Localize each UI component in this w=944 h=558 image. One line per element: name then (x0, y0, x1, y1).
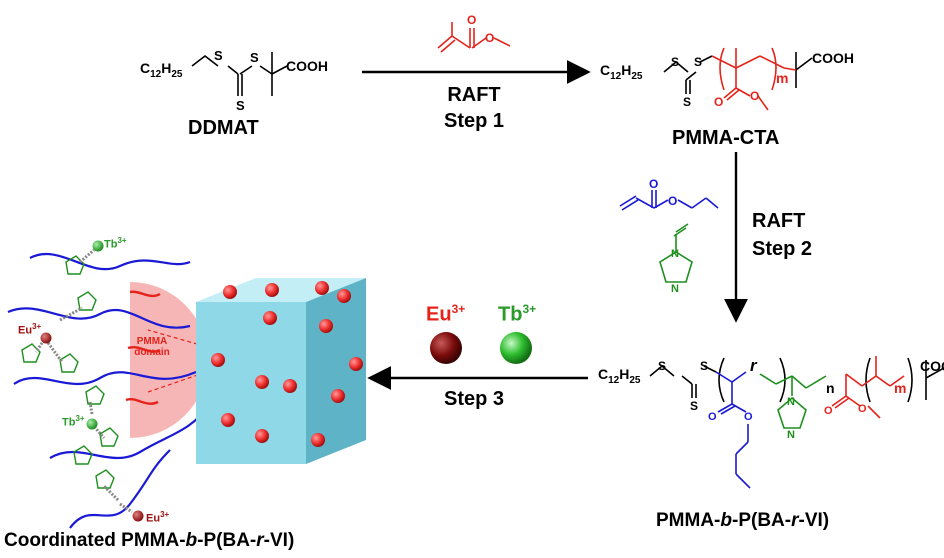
pmma-cta-structure (663, 52, 813, 94)
svg-text:S: S (658, 359, 666, 373)
svg-text:O: O (744, 411, 753, 423)
polymer-chains (7, 252, 211, 529)
copolymer-repeat-m: m (894, 380, 907, 396)
copolymer-acid-label: COO (920, 358, 944, 374)
eu-ion-label: Eu3+ (426, 302, 466, 326)
copolymer-random-r: r (750, 356, 757, 375)
copolymer-ba-block (715, 371, 751, 489)
pmma-sphere-9 (221, 413, 235, 427)
tb-ion-site-1 (92, 240, 104, 252)
copolymer-repeat-n: n (826, 380, 835, 396)
svg-text:N: N (671, 248, 679, 260)
pmma-sphere-11 (319, 319, 333, 333)
tb-site-label-2: Tb3+ (62, 414, 85, 429)
copolymer-vi-block (759, 373, 827, 429)
pmma-sphere-12 (331, 389, 345, 403)
svg-text:O: O (485, 31, 494, 45)
pmma-cta-acid-label: COOH (812, 50, 854, 66)
pmma-sphere-2 (265, 283, 279, 297)
tb-ion-ball (500, 332, 532, 364)
step3-label: Step 3 (444, 388, 505, 410)
svg-text:O: O (708, 411, 717, 423)
ddmat-atom-labels: S S S (214, 48, 259, 113)
butyl-acrylate-monomer (619, 190, 719, 211)
svg-text:S: S (690, 399, 698, 413)
ddmat-name: DDMAT (188, 117, 259, 139)
eu-ion-ball (430, 332, 462, 364)
ddmat-s-atom-2: S (250, 50, 259, 65)
zoom-line-top (147, 329, 219, 351)
svg-text:O: O (668, 194, 677, 208)
svg-text:O: O (467, 13, 476, 27)
pmma-cta-atom-labels: S S S (671, 55, 702, 109)
material-cube (196, 278, 366, 464)
pmma-sphere-13 (311, 433, 325, 447)
svg-text:S: S (700, 359, 708, 373)
pmma-sphere-3 (315, 281, 329, 295)
svg-text:O: O (858, 403, 867, 415)
eu-site-label-2: Eu3+ (146, 510, 170, 525)
pmma-cta-pmma-block (711, 47, 797, 111)
pmma-sphere-4 (337, 289, 351, 303)
imidazole-pendants (21, 255, 119, 489)
copolymer-pmma-block (831, 356, 905, 419)
copolymer-alkyl-label: C12H25 (598, 366, 641, 386)
assembly-name: Coordinated PMMA-b-P(BA-r-VI) (4, 530, 295, 551)
coordination-bonds (34, 248, 133, 514)
step1-label-step: Step 1 (443, 110, 505, 132)
eu-ion-site-2 (132, 510, 144, 522)
pmma-sphere-8 (283, 379, 297, 393)
ddmat-structure (191, 52, 288, 96)
ddmat-acid-label: COOH (286, 58, 328, 74)
mma-monomer (437, 22, 511, 53)
pmma-cta-repeat-m: m (776, 70, 789, 86)
svg-text:N: N (671, 283, 679, 295)
step1-label-raft: RAFT (447, 84, 501, 106)
chain-pmma-segments (125, 290, 161, 405)
svg-text:O: O (714, 95, 723, 109)
svg-text:O: O (649, 177, 658, 191)
pmma-sphere-6 (263, 311, 277, 325)
eu-ion-site-1 (40, 332, 52, 344)
ddmat-s-atom-3: S (236, 98, 245, 113)
pmma-sphere-7 (255, 375, 269, 389)
ddmat-s-atom-1: S (214, 48, 223, 63)
copolymer-name: PMMA-b-P(BA-r-VI) (656, 510, 830, 531)
pmma-sphere-10 (255, 429, 269, 443)
vinylimidazole-n-labels: N N (671, 248, 679, 295)
copolymer-hetero-labels: O O N N O O (708, 396, 867, 441)
zoom-line-bottom (147, 367, 219, 393)
vinylimidazole-monomer (659, 223, 693, 283)
pmma-cta-ester-o: O O (714, 89, 759, 109)
svg-text:S: S (683, 95, 691, 109)
butyl-acrylate-o-labels: O O (649, 177, 677, 208)
pmma-cta-name: PMMA-CTA (672, 127, 780, 149)
pmma-sphere-14 (349, 357, 363, 371)
svg-text:O: O (824, 405, 833, 417)
step2-label-raft: RAFT (752, 210, 806, 232)
pmma-cta-alkyl-label: C12H25 (600, 62, 643, 82)
svg-text:O: O (750, 89, 759, 103)
pmma-sphere-5 (211, 353, 225, 367)
tb-site-label-1: Tb3+ (104, 236, 127, 251)
tb-ion-site-2 (86, 418, 98, 430)
eu-site-label-1: Eu3+ (18, 322, 42, 337)
svg-text:N: N (787, 429, 795, 441)
step2-label-step: Step 2 (752, 238, 813, 260)
svg-text:S: S (671, 55, 679, 69)
ddmat-alkyl-label: C12H25 (140, 60, 183, 80)
pmma-domain-spheres (211, 281, 363, 447)
mma-atom-labels: O O (467, 13, 494, 45)
svg-text:N: N (787, 396, 795, 408)
copolymer-backbone (649, 357, 944, 403)
svg-text:S: S (694, 55, 702, 69)
tb-ion-label: Tb3+ (498, 302, 537, 326)
pmma-sphere-1 (223, 285, 237, 299)
copolymer-s-labels: S S S (658, 359, 708, 413)
